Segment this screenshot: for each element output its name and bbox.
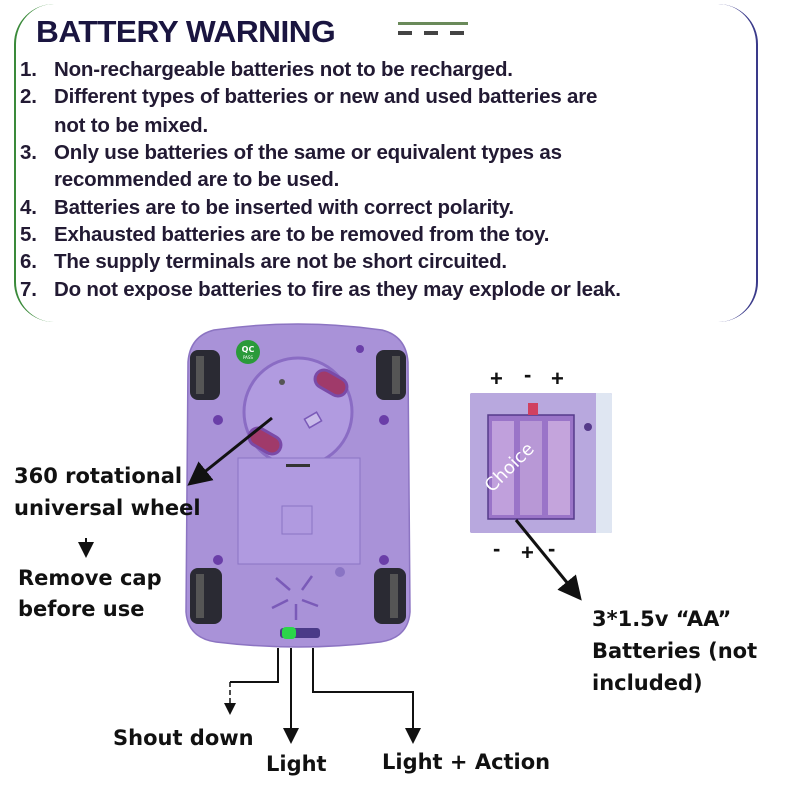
qc-badge-subtext: PASS (243, 355, 253, 360)
polarity-top-3: + (551, 366, 564, 391)
warning-item: 6.The supply terminals are not be short … (20, 250, 507, 273)
wheel-rear-right (374, 568, 406, 624)
polarity-bottom-1: - (493, 536, 501, 561)
speaker-grille (271, 575, 319, 620)
power-switch-knob (282, 627, 296, 639)
cap-label-line1: Remove cap (18, 566, 162, 590)
shutdown-label: Shout down (113, 726, 254, 750)
warning-item-continuation: recommended are to be used. (54, 168, 340, 191)
cap-label-line2: before use (18, 597, 145, 621)
wheel-rear-left (190, 568, 222, 624)
polarity-top-2: - (524, 362, 532, 387)
light-label: Light (266, 752, 327, 776)
light-action-connector (312, 648, 421, 744)
warning-item-continuation: not to be mixed. (54, 114, 208, 137)
warning-item: 7.Do not expose batteries to fire as the… (20, 278, 621, 301)
warning-item: 4.Batteries are to be inserted with corr… (20, 196, 514, 219)
wheel-front-left (190, 350, 220, 400)
toy-car-underside: QC PASS (185, 323, 411, 648)
battery-arrow (514, 519, 582, 601)
batteries-label-line3: included) (592, 671, 703, 695)
polarity-top-1: + (490, 366, 503, 391)
battery-cover (237, 457, 361, 577)
shutdown-connector (230, 648, 279, 683)
universal-wheel-disc (242, 356, 354, 468)
light-action-label: Light + Action (382, 750, 551, 774)
warning-item: 2.Different types of batteries or new an… (20, 85, 598, 108)
polarity-bottom-2: + (521, 540, 534, 565)
warning-item: 3.Only use batteries of the same or equi… (20, 141, 562, 164)
qc-badge (236, 340, 260, 364)
polarity-bottom-3: - (548, 536, 556, 561)
battery-compartment-photo: Choice (470, 393, 612, 533)
wheel-label-line1: 360 rotational (14, 464, 183, 488)
qc-badge-text: QC (242, 345, 255, 354)
warning-item: 1.Non-rechargeable batteries not to be r… (20, 58, 513, 81)
wheel-label-line2: universal wheel (14, 496, 201, 520)
wheel-arrow (187, 416, 273, 486)
battery-slots: Choice (470, 393, 612, 533)
batteries-label-line2: Batteries (not (592, 639, 758, 663)
batteries-label-line1: 3*1.5v “AA” (592, 607, 732, 631)
warning-item: 5.Exhausted batteries are to be removed … (20, 223, 550, 246)
warning-title: BATTERY WARNING (36, 14, 336, 49)
wheel-front-right (376, 350, 406, 400)
title-dashes-decoration (398, 22, 468, 35)
warning-panel-frame (14, 4, 758, 322)
